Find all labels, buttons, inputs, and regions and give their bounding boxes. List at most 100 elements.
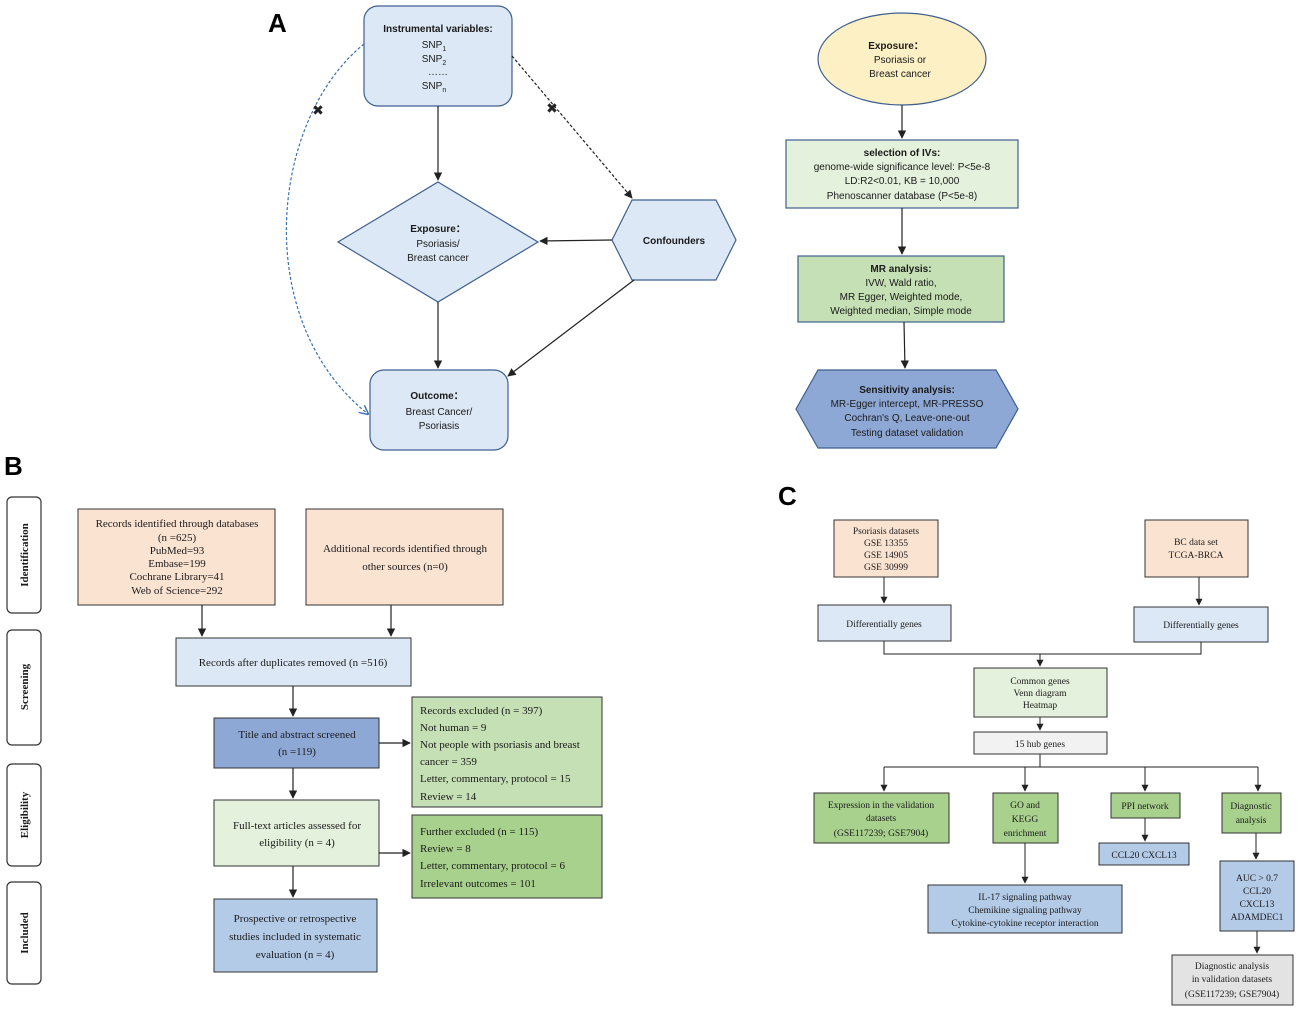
validation-line: in validation datasets <box>1192 975 1273 985</box>
expression-line: Expression in the validation <box>828 801 935 811</box>
flow-exposure-title: Exposure： <box>868 41 924 52</box>
excluded-line: Records excluded (n = 397) <box>420 705 543 717</box>
common-line: Heatmap <box>1023 701 1058 711</box>
exposure-line1: Psoriasis/ <box>416 239 460 250</box>
additional-records-box <box>305 508 504 606</box>
instrumental-title: Instrumental variables: <box>383 24 492 35</box>
records-db-line: Embase=199 <box>148 558 206 570</box>
after-duplicates-box <box>175 637 412 687</box>
diagnostic-line: Diagnostic <box>1230 802 1271 812</box>
ccl-label: CCL20 CXCL13 <box>1111 851 1176 861</box>
bc-line: TCGA-BRCA <box>1169 551 1224 561</box>
panel-label-b: B <box>4 451 23 481</box>
psoriasis-line: GSE 13355 <box>864 539 908 549</box>
auc-line: CCL20 <box>1243 887 1271 897</box>
title-abstract-line: (n =119) <box>278 746 316 758</box>
flow-exposure-line2: Breast cancer <box>869 69 931 80</box>
pathway-line: Chemikine signaling pathway <box>968 906 1082 916</box>
validation-diagnostic-box <box>1171 954 1294 1006</box>
diff-genes-bc-box <box>1133 606 1269 643</box>
ppi-network-box <box>1110 792 1181 819</box>
arrow-iv-to-confounders-dashed <box>511 55 633 199</box>
excluded-line: Not human = 9 <box>420 722 487 734</box>
exposure-title: Exposure： <box>410 224 466 235</box>
common-line: Venn diagram <box>1013 689 1067 699</box>
further-line: Further excluded (n = 115) <box>420 826 539 838</box>
included-box <box>213 898 378 973</box>
stage-screening <box>6 629 42 746</box>
stage-eligibility <box>6 763 42 867</box>
additional-line: other sources (n=0) <box>362 561 448 573</box>
snp-dots: …… <box>428 67 448 78</box>
auc-line: ADAMDEC1 <box>1231 913 1284 923</box>
excluded-line: Letter, commentary, protocol = 15 <box>420 773 571 785</box>
psoriasis-datasets-box <box>833 519 939 578</box>
go-kegg-box <box>992 792 1059 844</box>
selection-line1: genome-wide significance level: P<5e-8 <box>814 162 991 173</box>
fulltext-box <box>213 799 380 867</box>
selection-line2: LD:R2<0.01, KB = 10,000 <box>845 176 960 187</box>
arrow-iv-to-outcome-dashed <box>285 43 368 414</box>
diagnostic-line: analysis <box>1236 816 1267 826</box>
sensitivity-title: Sensitivity analysis: <box>859 385 955 396</box>
ccl20-cxcl13-box <box>1098 842 1190 866</box>
expression-line: (GSE117239; GSE7904) <box>834 828 928 839</box>
records-db-line: Web of Science=292 <box>131 585 222 597</box>
fulltext-line: Full-text articles assessed for <box>233 820 361 832</box>
psoriasis-line: GSE 30999 <box>864 563 908 573</box>
records-db-line: Records identified through databases <box>96 518 259 530</box>
snpn-label: SNPn <box>422 81 447 94</box>
diff-genes-bc-label: Differentially genes <box>1163 620 1239 631</box>
records-excluded-box <box>411 696 603 808</box>
included-line: evaluation (n = 4) <box>256 949 335 961</box>
pathway-line: IL-17 signaling pathway <box>978 893 1072 903</box>
arrow-mr-to-sensitivity <box>900 321 910 369</box>
selection-title: selection of IVs: <box>864 148 941 159</box>
gokegg-line: enrichment <box>1004 829 1047 839</box>
bc-dataset-box <box>1144 519 1249 578</box>
auc-line: CXCL13 <box>1240 900 1275 910</box>
further-excluded-box <box>411 814 603 899</box>
psoriasis-line: Psoriasis datasets <box>853 527 920 537</box>
panel-label-c: C <box>778 481 797 511</box>
stage-eligibility-label: Eligibility <box>19 791 31 838</box>
hub-genes-label: 15 hub genes <box>1015 740 1065 750</box>
mr-analysis-box <box>797 255 1005 323</box>
expression-line: datasets <box>866 814 896 824</box>
mr-line1: IVW, Wald ratio, <box>865 278 936 289</box>
selection-line3: Phenoscanner database (P<5e-8) <box>827 191 977 202</box>
diff-genes-psoriasis-label: Differentially genes <box>846 619 922 630</box>
mr-line2: MR Egger, Weighted mode, <box>840 292 963 303</box>
sensitivity-line3: Testing dataset validation <box>851 428 963 439</box>
mr-line3: Weighted median, Simple mode <box>830 306 972 317</box>
records-db-line: (n =625) <box>158 532 197 544</box>
outcome-title: Outcome： <box>410 391 463 402</box>
included-line: studies included in systematic <box>229 931 361 943</box>
diagnostic-analysis-box <box>1221 792 1282 834</box>
selection-ivs-box <box>785 139 1019 209</box>
title-abstract-line: Title and abstract screened <box>238 729 356 741</box>
sensitivity-hexagon <box>795 369 1019 449</box>
stage-identification <box>6 496 42 614</box>
records-db-line: Cochrane Library=41 <box>129 571 224 583</box>
records-db-line: PubMed=93 <box>150 545 205 557</box>
outcome-line2: Psoriasis <box>419 421 460 432</box>
validation-line: Diagnostic analysis <box>1195 962 1269 972</box>
stage-included <box>6 881 42 985</box>
panel-label-a: A <box>268 8 287 38</box>
snp2-label: SNP2 <box>422 54 447 67</box>
flow-exposure-line1: Psoriasis or <box>874 55 927 66</box>
auc-box <box>1219 860 1295 932</box>
gokegg-line: GO and <box>1010 801 1040 811</box>
common-line: Common genes <box>1010 677 1070 687</box>
confounders-label: Confounders <box>643 236 706 247</box>
stage-identification-label: Identification <box>19 523 31 587</box>
sensitivity-line1: MR-Egger intercept, MR-PRESSO <box>831 399 984 410</box>
further-line: Review = 8 <box>420 843 471 855</box>
excluded-line: Review = 14 <box>420 791 477 803</box>
further-line: Letter, commentary, protocol = 6 <box>420 860 565 872</box>
psoriasis-line: GSE 14905 <box>864 551 908 561</box>
exposure-line2: Breast cancer <box>407 253 469 264</box>
after-duplicates-label: Records after duplicates removed (n =516… <box>199 657 388 669</box>
